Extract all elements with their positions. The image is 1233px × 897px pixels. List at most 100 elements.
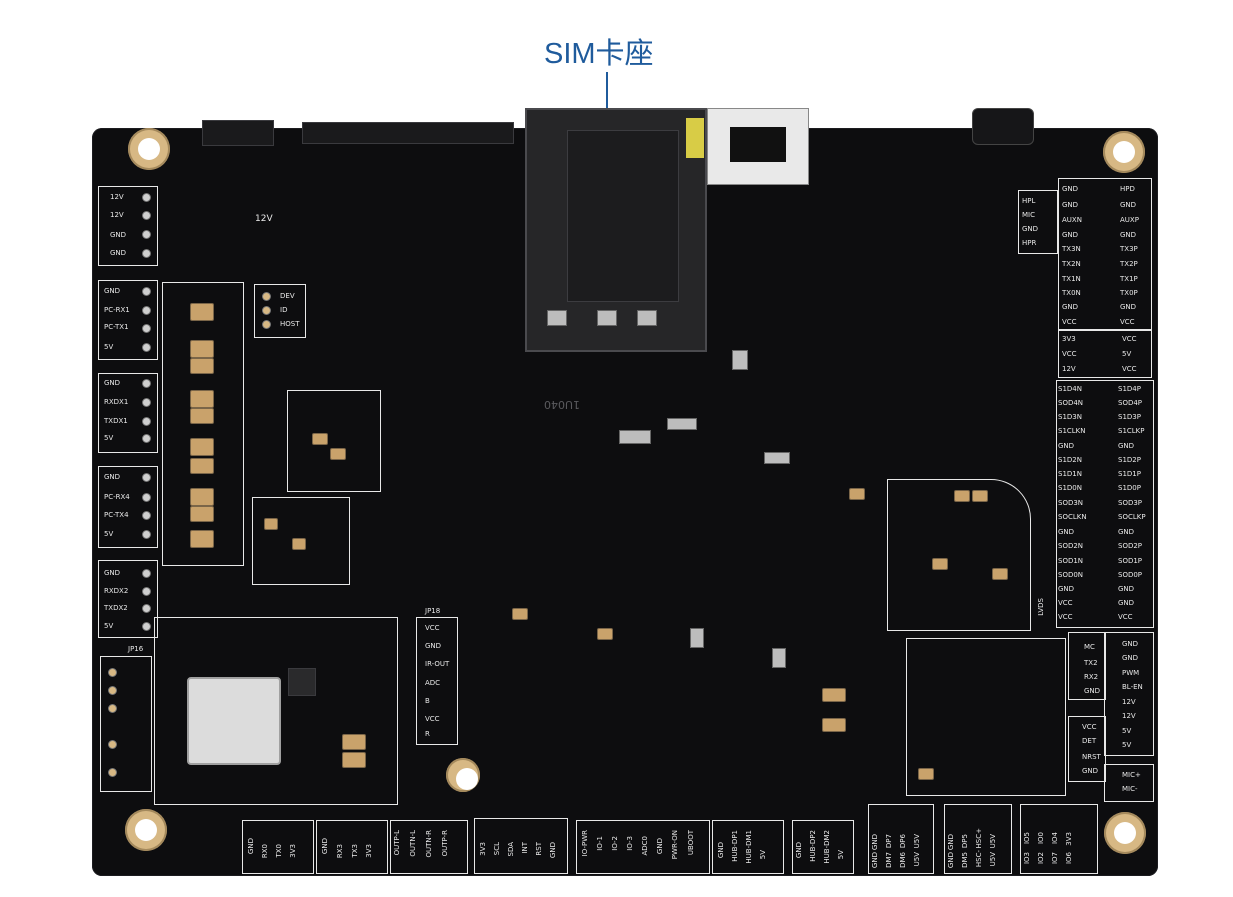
b4-5: GND (656, 838, 664, 855)
rt-right-7: TX0P (1120, 289, 1138, 297)
top-connector-2 (302, 122, 514, 144)
hpl-2: GND (1022, 225, 1039, 233)
b9-4: IO5 (1023, 832, 1031, 845)
rt-left-1: GND (1062, 201, 1079, 209)
rm-right-7: 5V (1122, 741, 1132, 749)
wifi-module-area (154, 617, 398, 805)
b8-3: DM5 (961, 852, 969, 868)
component-group-b (252, 497, 350, 585)
left-g2-1: RXDX1 (104, 398, 129, 406)
lvds-l-6: S1D1N (1058, 470, 1082, 478)
hpl-3: HPR (1022, 239, 1037, 247)
rl-left-1: DET (1082, 737, 1097, 745)
bottom-header-2 (390, 820, 468, 874)
rt-right-8: GND (1120, 303, 1137, 311)
header-uart-x2 (98, 560, 158, 638)
b1-1: RX3 (336, 844, 344, 859)
rt-left-8: GND (1062, 303, 1079, 311)
sim-slot-callout-label: SIM卡座 (544, 38, 654, 70)
left-g3-0: GND (104, 473, 121, 481)
capacitor-bank (162, 282, 244, 566)
b9-2: IO7 (1051, 852, 1059, 865)
left-g3-3: 5V (104, 530, 114, 538)
bottom-header-6 (792, 820, 854, 874)
b3-3: INT (521, 842, 529, 854)
b2-3: OUTP-R (441, 830, 449, 857)
rt-right-3: GND (1120, 231, 1137, 239)
left-g3-1: PC-RX4 (104, 493, 130, 501)
b8-0: GND (947, 834, 955, 851)
jp18-pin-5: VCC (425, 715, 440, 723)
b4-4: ADC0 (641, 836, 649, 856)
left-g1-3: 5V (104, 343, 114, 351)
rm-left-2: RX2 (1084, 673, 1099, 681)
b8-6: U5V (989, 834, 997, 849)
b2-2: OUTN-R (425, 830, 433, 858)
bottom-header-7 (868, 804, 934, 874)
pw-right-1: 5V (1122, 350, 1132, 358)
pw-right-0: VCC (1122, 335, 1137, 343)
b0-0: GND (247, 838, 255, 855)
rt-left-7: TX0N (1062, 289, 1081, 297)
lvds-l-15: VCC (1058, 599, 1073, 607)
hpl-1: MIC (1022, 211, 1035, 219)
lvds-r-0: S1D4P (1118, 385, 1141, 393)
mic-0: MIC+ (1122, 771, 1141, 779)
lvds-r-12: SOD1P (1118, 557, 1143, 565)
left-g1-1: PC-RX1 (104, 306, 130, 314)
lvds-r-16: VCC (1118, 613, 1133, 621)
lvds-l-14: GND (1058, 585, 1075, 593)
b7-2: DP7 (885, 834, 893, 849)
bottom-header-0 (242, 820, 314, 874)
rm-right-3: BL-EN (1122, 683, 1143, 691)
left-g2-0: GND (104, 379, 121, 387)
ethernet-jack (707, 108, 809, 185)
lvds-r-15: GND (1118, 599, 1135, 607)
b0-3: 3V3 (289, 844, 297, 858)
left-g0-0: 12V (110, 193, 124, 201)
b7-0: GND (871, 834, 879, 851)
usb-mode-selector (254, 284, 306, 338)
b4-2: IO-2 (611, 836, 619, 851)
pw-right-2: VCC (1122, 365, 1137, 373)
lvds-r-8: SOD3P (1118, 499, 1143, 507)
rm-right-4: 12V (1122, 698, 1136, 706)
pcb-board: 12V 12V 12V GND GND GND PC-RX1 PC-TX1 5V… (92, 108, 1158, 876)
rm-right-0: GND (1122, 640, 1139, 648)
rt-right-0: HPD (1120, 185, 1135, 193)
header-pc-uart1 (98, 280, 158, 360)
b4-3: IO-3 (626, 836, 634, 851)
label-12v: 12V (255, 214, 273, 224)
b2-1: OUTN-L (409, 830, 417, 857)
mounting-hole-bottom-right (1104, 812, 1146, 854)
rt-right-6: TX1P (1120, 275, 1138, 283)
rt-left-6: TX1N (1062, 275, 1081, 283)
b6-2: HUB-DM2 (823, 830, 831, 864)
b9-7: 3V3 (1065, 832, 1073, 846)
rt-left-3: GND (1062, 231, 1079, 239)
b5-0: GND (717, 842, 725, 859)
b8-4: HSC+ (975, 828, 983, 849)
lvds-l-0: S1D4N (1058, 385, 1082, 393)
bottom-header-4 (576, 820, 710, 874)
b9-1: IO2 (1037, 852, 1045, 865)
bottom-header-8 (944, 804, 1012, 874)
lvds-header (1056, 380, 1154, 628)
left-g1-0: GND (104, 287, 121, 295)
jp18-pin-3: ADC (425, 679, 441, 687)
b4-0: IO-PWR (581, 830, 589, 857)
b3-5: GND (549, 842, 557, 859)
header-uart-x1 (98, 373, 158, 453)
b9-3: IO6 (1065, 852, 1073, 865)
uart2-header (1068, 632, 1106, 700)
b6-3: 5V (837, 850, 845, 860)
b0-2: TX0 (275, 844, 283, 858)
audio-header (1018, 190, 1058, 254)
left-g4-3: 5V (104, 622, 114, 630)
lvds-l-7: S1D0N (1058, 484, 1082, 492)
left-g0-1: 12V (110, 211, 124, 219)
lvds-r-6: S1D1P (1118, 470, 1141, 478)
lvds-l-3: S1CLKN (1058, 427, 1086, 435)
rt-left-5: TX2N (1062, 260, 1081, 268)
b1-3: 3V3 (365, 844, 373, 858)
